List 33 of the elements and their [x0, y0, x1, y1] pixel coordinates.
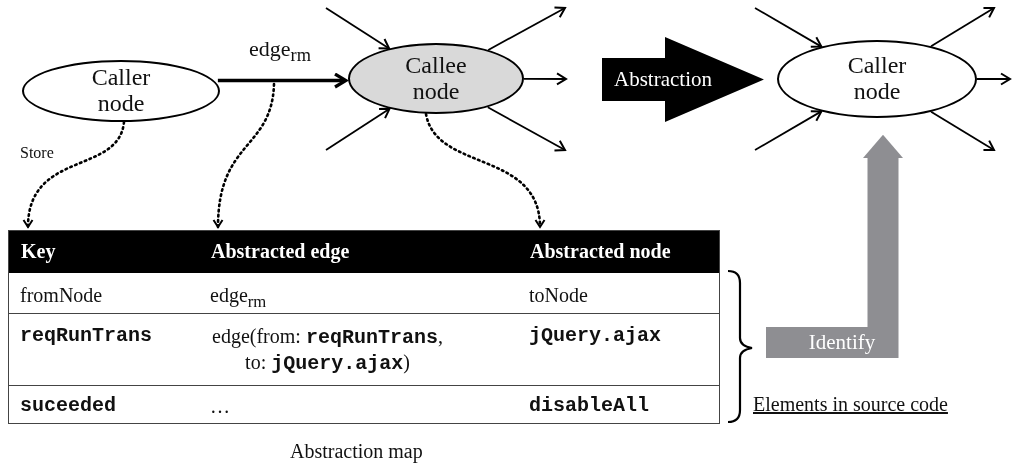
table-cell-text: disableAll — [529, 394, 650, 418]
arrow-label: Identify — [808, 330, 876, 355]
table-cell-text: fromNode — [20, 283, 103, 307]
arrow — [930, 6, 995, 48]
arrow — [930, 110, 995, 152]
arrow — [523, 72, 567, 86]
dotted-arrow — [424, 112, 545, 229]
table-cell-text: suceeded — [20, 394, 116, 418]
arrow — [754, 110, 823, 151]
column-header: Abstracted node — [530, 240, 671, 263]
dotted-arrow — [23, 120, 126, 229]
column-header: Abstracted edge — [211, 240, 350, 263]
arrow — [487, 6, 566, 51]
arrow — [325, 107, 391, 151]
table-cell-text: edge$_{rm}$ — [210, 283, 267, 312]
arrow — [754, 7, 823, 48]
arrow — [325, 7, 391, 50]
table-cell-text: edge(from: reqRunTrans, to: jQuery.ajax) — [211, 324, 444, 376]
table-cell-text: reqRunTrans — [20, 324, 153, 348]
table-cell-text: … — [210, 394, 230, 418]
column-header: Key — [21, 240, 56, 263]
arrow — [217, 72, 348, 89]
node-label: Caller node — [846, 53, 908, 105]
arrow — [486, 106, 566, 152]
arrow — [976, 72, 1011, 86]
arrow-label: Abstraction — [614, 67, 712, 92]
underlined-note: Elements in source code — [753, 393, 948, 416]
node-label: Caller node — [90, 65, 152, 117]
table-cell-text: toNode — [529, 283, 588, 307]
table-cell-text: jQuery.ajax — [529, 324, 662, 348]
node-label: Callee node — [404, 52, 468, 105]
dotted-arrow — [212, 82, 276, 229]
table-caption: Abstraction map — [290, 440, 423, 463]
